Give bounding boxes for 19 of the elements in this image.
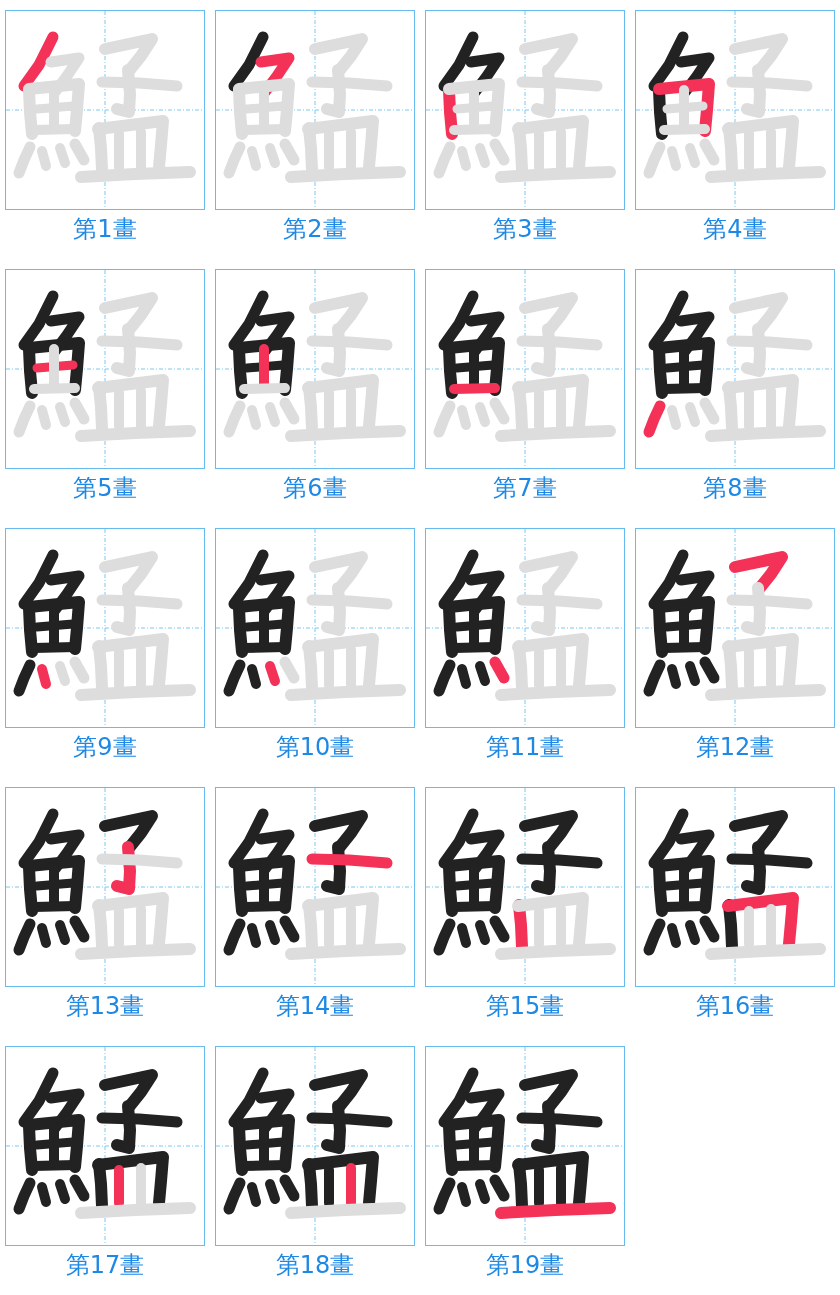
step-caption: 第11畫 [485,732,565,762]
step-caption: 第12畫 [695,732,775,762]
step-caption: 第3畫 [493,214,557,244]
step-caption: 第18畫 [275,1250,355,1280]
step-caption: 第8畫 [703,473,767,503]
step-caption: 第5畫 [73,473,137,503]
step-caption: 第13畫 [65,991,145,1021]
step-caption: 第19畫 [485,1250,565,1280]
step-caption: 第9畫 [73,732,137,762]
step-caption: 第1畫 [73,214,137,244]
step-caption: 第2畫 [283,214,347,244]
step-caption: 第14畫 [275,991,355,1021]
step-caption: 第17畫 [65,1250,145,1280]
step-caption: 第16畫 [695,991,775,1021]
step-caption: 第6畫 [283,473,347,503]
step-caption: 第7畫 [493,473,557,503]
step-caption: 第4畫 [703,214,767,244]
step-caption: 第15畫 [485,991,565,1021]
step-caption: 第10畫 [275,732,355,762]
